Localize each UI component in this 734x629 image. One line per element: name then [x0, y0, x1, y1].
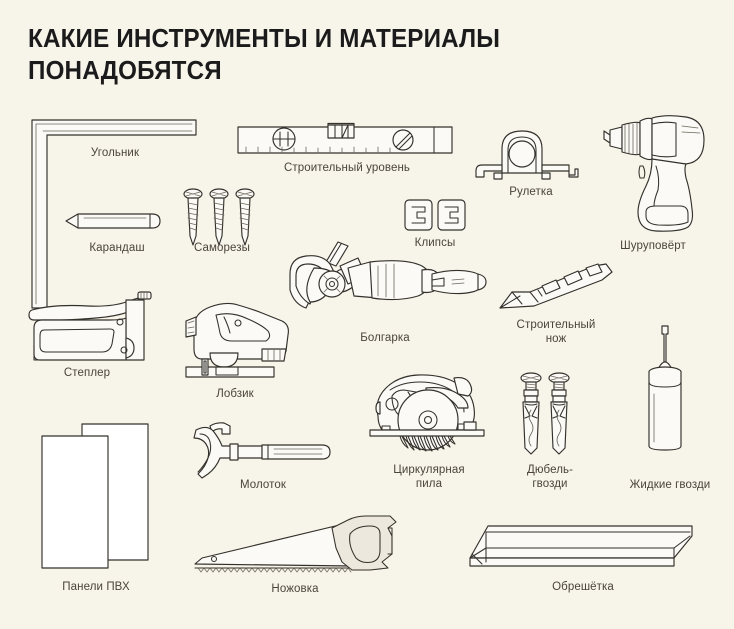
liquid-nails-tube-icon — [648, 325, 682, 451]
clips-icon — [404, 199, 466, 231]
label-ugolnik: Угольник — [90, 147, 140, 159]
label-ruletka: Рулетка — [509, 186, 553, 198]
item-zhidkie — [646, 324, 688, 452]
label-zhidkie: Жидкие гвозди — [629, 479, 711, 491]
label-bolgarka: Болгарка — [360, 332, 410, 344]
label-paneli: Панели ПВХ — [62, 581, 130, 593]
item-shurupovert — [588, 114, 716, 236]
hammer-icon — [193, 422, 331, 479]
item-lobzik — [176, 295, 294, 383]
screws-icon — [183, 188, 255, 246]
handsaw-icon — [194, 515, 397, 573]
cordless-drill-icon — [603, 115, 705, 232]
label-nozhovka: Ножовка — [271, 583, 319, 595]
angle-grinder-icon — [289, 241, 487, 309]
label-lobzik: Лобзик — [216, 388, 254, 400]
pvc-panels-icon — [41, 423, 149, 569]
item-dyubel — [518, 372, 582, 458]
jigsaw-icon — [185, 302, 289, 378]
item-paneli — [40, 422, 150, 570]
item-ruletka — [474, 125, 582, 181]
item-samorezy — [182, 188, 262, 250]
item-bolgarka — [282, 240, 490, 324]
label-karandash: Карандаш — [89, 242, 145, 254]
batten-icon — [469, 525, 693, 567]
label-shurupovert: Шуруповёрт — [620, 240, 686, 252]
item-karandash — [64, 208, 164, 234]
frame-anchors-icon — [520, 372, 570, 455]
spirit-level-icon — [237, 122, 453, 154]
utility-knife-icon — [499, 263, 613, 309]
label-klipsy: Клипсы — [414, 237, 456, 249]
label-nozh: Строительный нож — [516, 319, 596, 345]
label-samorezy: Саморезы — [193, 242, 250, 254]
staple-gun-icon — [28, 291, 152, 361]
carpenter-square-icon — [31, 119, 197, 309]
item-uroven — [236, 122, 454, 157]
page-title: КАКИЕ ИНСТРУМЕНТЫ И МАТЕРИАЛЫ ПОНАДОБЯТС… — [28, 23, 501, 85]
item-stepler — [26, 282, 152, 372]
label-dyubel: Дюбель- гвозди — [526, 464, 574, 490]
label-molotok: Молоток — [239, 479, 287, 491]
tape-measure-icon — [475, 130, 579, 180]
circular-saw-icon — [369, 374, 485, 452]
item-molotok — [182, 420, 334, 480]
label-cirkulyarka: Циркулярная пила — [393, 464, 465, 490]
item-cirkulyarka — [366, 372, 492, 462]
label-stepler: Степлер — [63, 367, 111, 379]
item-ugolnik — [26, 118, 206, 318]
item-nozhovka — [192, 512, 402, 578]
item-nozh — [498, 262, 616, 314]
item-obreshetka — [468, 522, 694, 574]
label-obreshetka: Обрешётка — [552, 581, 614, 593]
pencil-icon — [65, 213, 161, 229]
label-uroven: Строительный уровень — [283, 162, 410, 174]
item-klipsy — [404, 199, 466, 231]
